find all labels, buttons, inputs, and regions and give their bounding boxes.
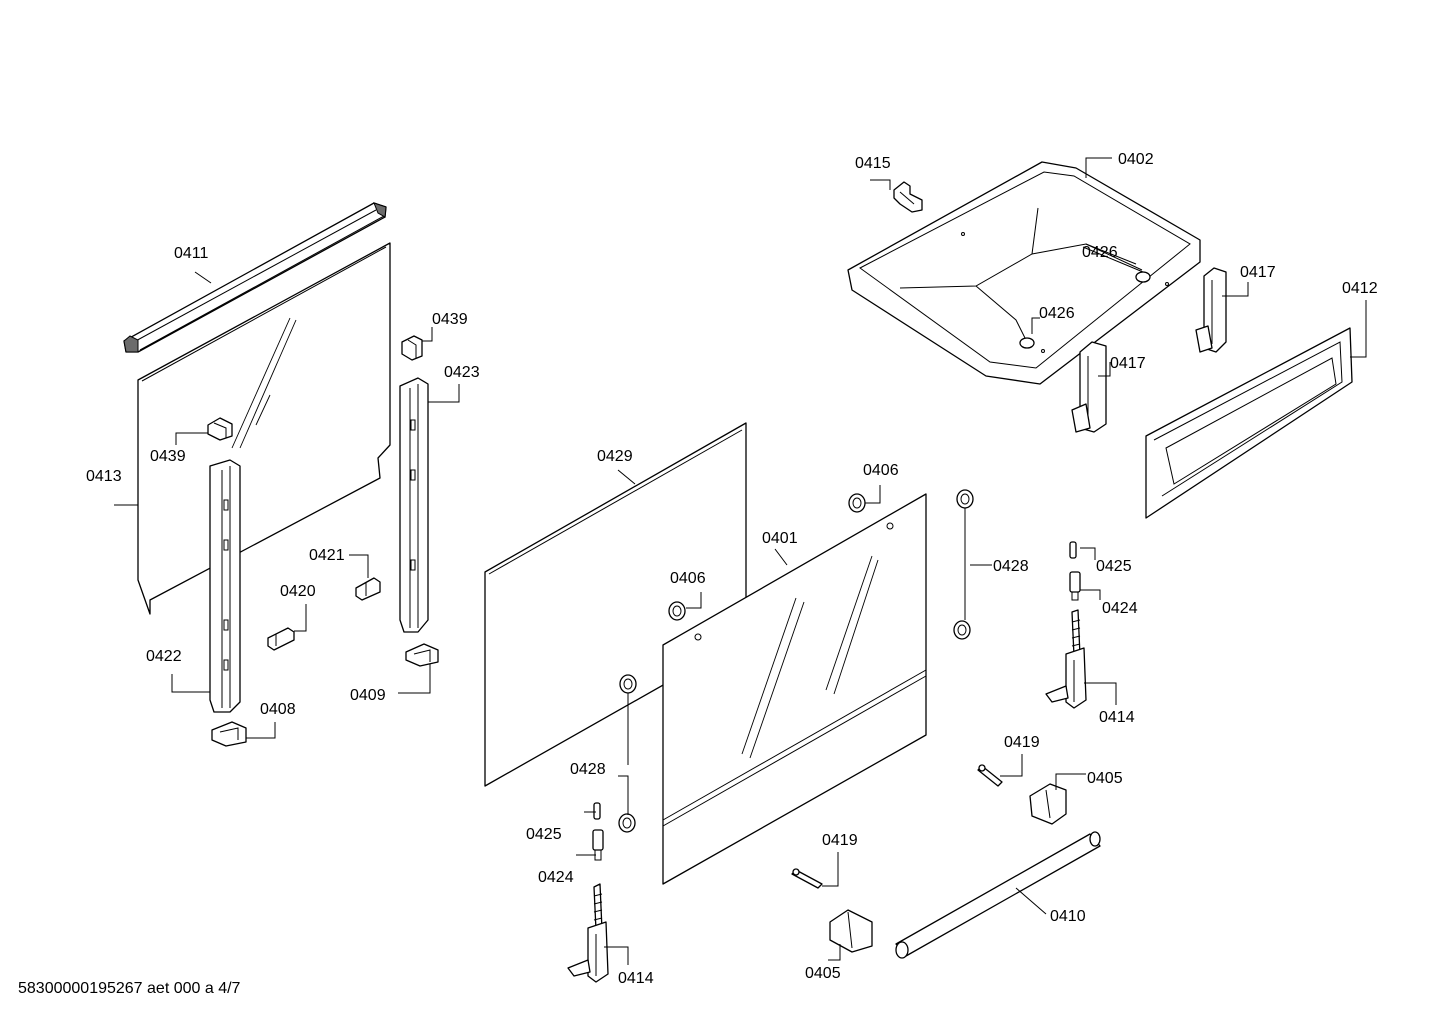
part-0424-sleeve-right	[1069, 571, 1081, 601]
part-0419-pin-upper	[977, 764, 1003, 787]
callout-0421: 0421	[309, 547, 345, 564]
part-0428-buffer-a	[619, 674, 637, 694]
part-0406-buffer-b	[848, 493, 866, 513]
part-0417-hinge-lower	[1071, 341, 1107, 433]
callout-0429: 0429	[597, 448, 633, 465]
callout-0419-lower: 0419	[822, 832, 858, 849]
callout-0417-lower: 0417	[1110, 355, 1146, 372]
callout-0411: 0411	[174, 245, 209, 262]
part-0410-handle-bar	[895, 831, 1101, 959]
callout-0426-lower: 0426	[1039, 305, 1075, 322]
callout-0428-left: 0428	[570, 761, 606, 778]
callout-0439-left: 0439	[150, 448, 186, 465]
part-0405-cap-lower	[829, 909, 873, 953]
callout-0409: 0409	[350, 687, 386, 704]
callout-0405-upper: 0405	[1087, 770, 1123, 787]
callout-0408: 0408	[260, 701, 296, 718]
part-0428-buffer-c	[956, 489, 974, 509]
document-reference-footer: 58300000195267 aet 000 a 4/7	[18, 980, 241, 997]
part-0411-top-trim	[123, 202, 387, 353]
callout-0424-right: 0424	[1102, 600, 1138, 617]
part-0417-hinge-upper	[1195, 267, 1227, 353]
part-0419-pin-lower	[791, 868, 823, 889]
part-0409-bracket	[405, 643, 439, 667]
part-0414-hinge-left	[567, 883, 609, 983]
part-0408-bracket	[211, 721, 247, 747]
callout-0406-left: 0406	[670, 570, 706, 587]
part-0401-door-glass	[662, 493, 927, 885]
callout-0428-right: 0428	[993, 558, 1029, 575]
callout-0425-right: 0425	[1096, 558, 1132, 575]
part-0428-buffer-b	[618, 813, 636, 833]
callout-0402: 0402	[1118, 151, 1154, 168]
part-0422-left-rail	[209, 459, 241, 713]
part-0420-latch	[267, 627, 295, 651]
part-0413-rear-glass	[137, 242, 391, 615]
callout-0439-right: 0439	[432, 311, 468, 328]
part-0423-right-rail	[399, 377, 429, 633]
part-0425-pin-right	[1069, 541, 1077, 559]
callout-0425-left: 0425	[526, 826, 562, 843]
part-0428-buffer-d	[953, 620, 971, 640]
callout-0413: 0413	[86, 468, 122, 485]
callout-0412: 0412	[1342, 280, 1378, 297]
callout-0424-left: 0424	[538, 869, 574, 886]
callout-labels: 0411 0413 0439 0439 0423 0422 0408 0420 …	[86, 151, 1378, 987]
callout-0419-upper: 0419	[1004, 734, 1040, 751]
callout-0415: 0415	[855, 155, 891, 172]
callout-0423: 0423	[444, 364, 480, 381]
callout-0401: 0401	[762, 530, 798, 547]
part-0421-latch	[355, 577, 381, 601]
callout-0417-upper: 0417	[1240, 264, 1276, 281]
part-0412-window-frame	[1145, 327, 1353, 519]
callout-0426-upper: 0426	[1082, 244, 1118, 261]
part-0402-tray	[847, 161, 1201, 385]
callout-0422: 0422	[146, 648, 182, 665]
part-0439-clip-left	[207, 417, 233, 441]
part-0406-buffer-a	[668, 601, 686, 621]
part-0415-bracket	[893, 181, 923, 213]
callout-0420: 0420	[280, 583, 316, 600]
part-0405-cap-upper	[1029, 783, 1067, 825]
part-0439-clip-right	[401, 335, 423, 361]
callout-0414-right: 0414	[1099, 709, 1135, 726]
callout-0410: 0410	[1050, 908, 1086, 925]
part-0414-hinge-right	[1045, 609, 1087, 709]
callout-0405-lower: 0405	[805, 965, 841, 982]
part-0425-pin-left	[593, 802, 601, 820]
callout-0414-left: 0414	[618, 970, 654, 987]
callout-0406-right: 0406	[863, 462, 899, 479]
leader-lines	[114, 157, 1367, 965]
